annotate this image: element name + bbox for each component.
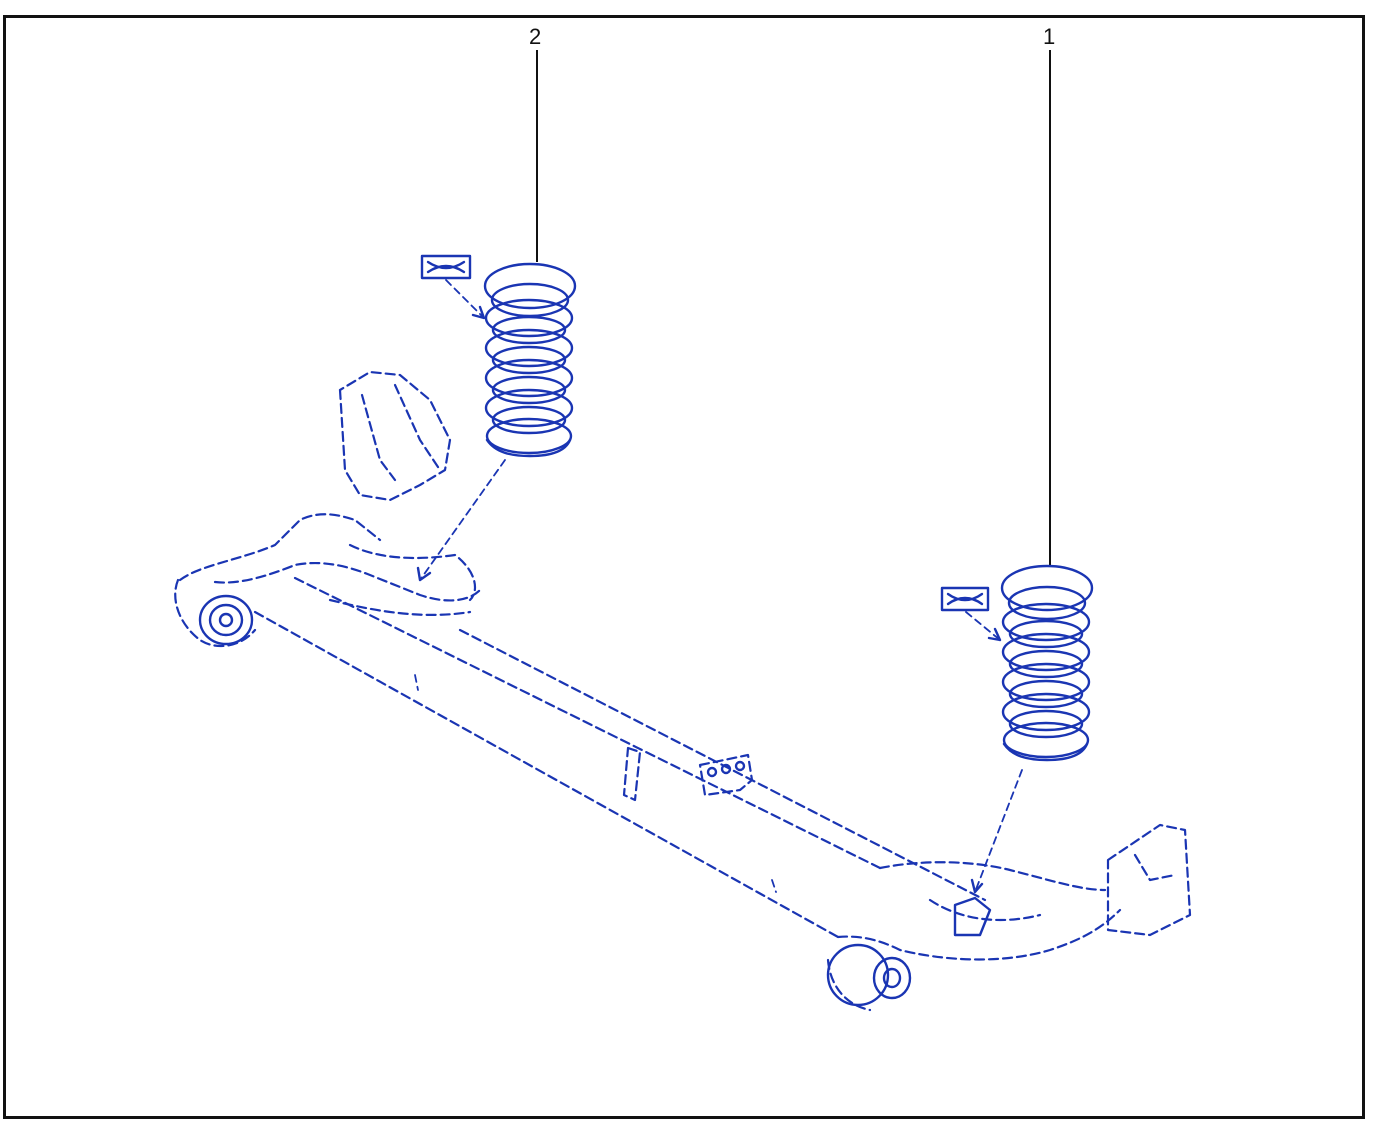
coil-spring-icon xyxy=(483,262,577,458)
coil-spring-icon xyxy=(1000,564,1094,762)
callout-label-2: 2 xyxy=(529,24,542,49)
diagram-frame xyxy=(3,15,1365,1119)
callout-label-1: 1 xyxy=(1043,24,1056,49)
rear-axle-beam-icon xyxy=(174,370,1192,1012)
lubricant-symbol-icon xyxy=(940,586,1002,642)
lubricant-symbol-icon xyxy=(420,254,486,320)
